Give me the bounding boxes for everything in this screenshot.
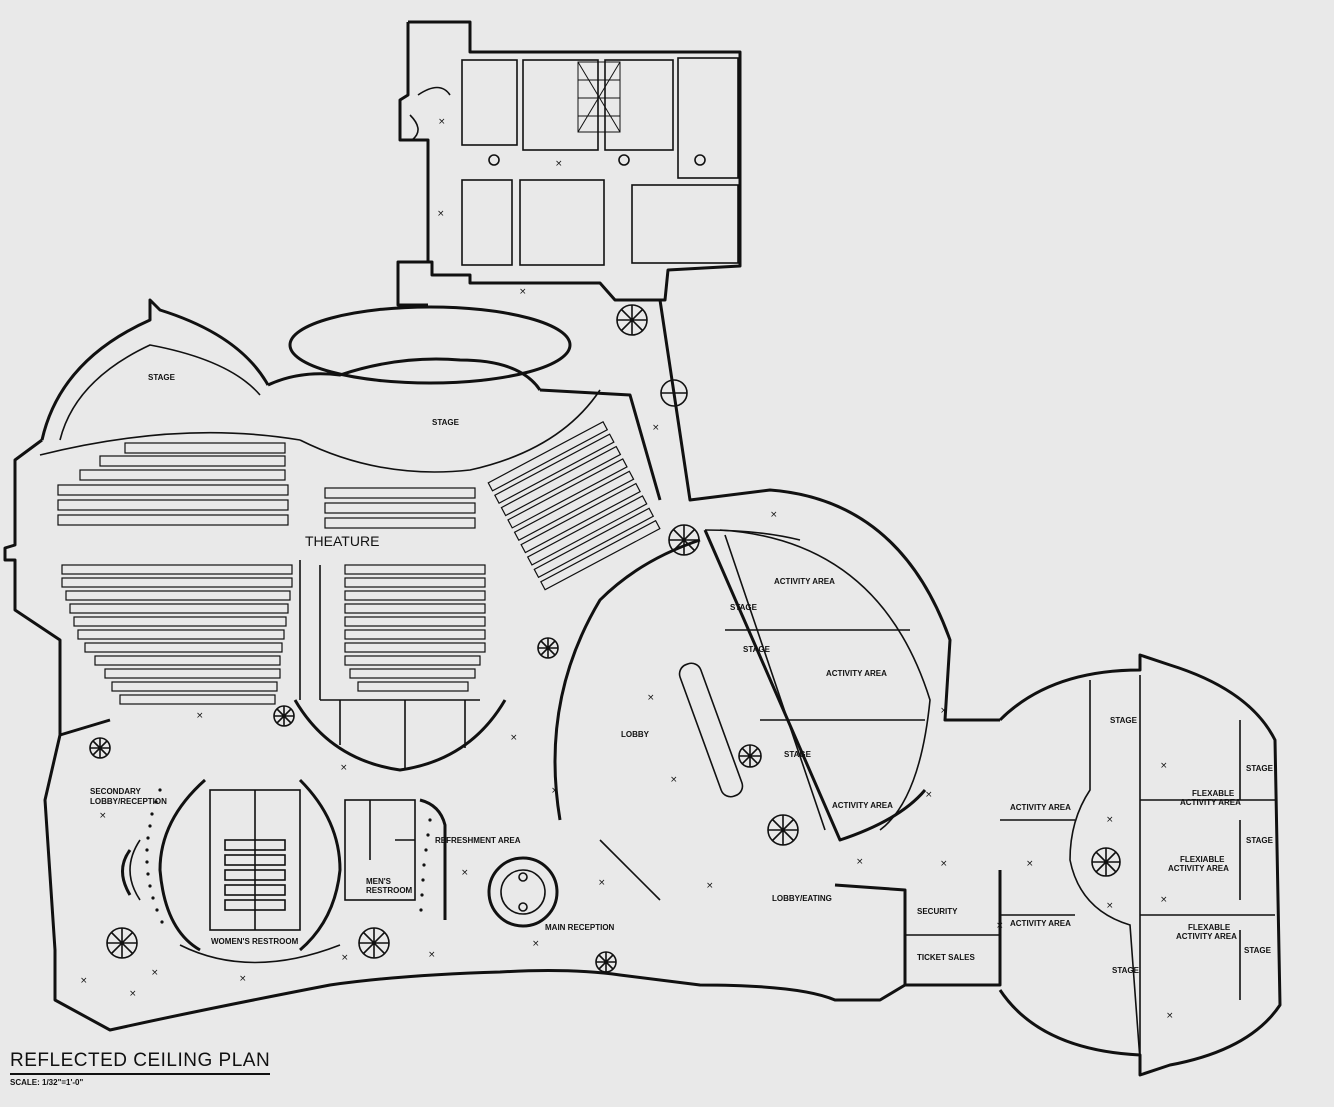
label-lobby-eating: LOBBY/EATING [772,894,832,903]
svg-text:×: × [428,950,436,960]
north-service-wing [396,20,742,307]
fan-icon [106,927,138,959]
fan-icon [616,304,648,336]
svg-text:×: × [706,881,714,891]
label-refreshment-area: REFRESHMENT AREA [435,836,521,845]
label-activity-area-3: ACTIVITY AREA [832,801,893,810]
label-flex-1b: ACTIVITY AREA [1180,798,1241,807]
label-east-stage-1: STAGE [1110,716,1138,725]
svg-text:×: × [996,921,1004,931]
label-stage-center: STAGE [432,418,460,427]
fan-icon [738,744,762,768]
label-stage-a3: STAGE [784,750,812,759]
label-east-stage-2: STAGE [1246,764,1274,773]
svg-text:×: × [341,953,349,963]
fan-icon [89,737,111,759]
svg-text:×: × [510,733,518,743]
label-flex-3b: ACTIVITY AREA [1176,932,1237,941]
south-lobby-block [43,734,906,1032]
light-fixtures: ××× ××× ××× ××× ××× ××× ××× ××× ××× ××× … [80,117,1174,1021]
label-activity-area-2: ACTIVITY AREA [826,669,887,678]
svg-text:×: × [555,159,563,169]
svg-text:×: × [438,117,446,127]
svg-text:×: × [940,859,948,869]
fan-icon [767,814,799,846]
label-east-activity-2: ACTIVITY AREA [1010,919,1071,928]
fan-icon [1091,847,1121,877]
svg-text:×: × [598,878,606,888]
svg-text:×: × [80,976,88,986]
label-main-reception: MAIN RECEPTION [545,923,615,932]
label-stage-a2: STAGE [743,645,771,654]
svg-text:×: × [1106,901,1114,911]
label-flex-2b: ACTIVITY AREA [1168,864,1229,873]
fan-icon [273,705,295,727]
svg-text:×: × [670,775,678,785]
svg-text:×: × [1106,815,1114,825]
svg-text:×: × [151,968,159,978]
svg-text:×: × [856,857,864,867]
theatre-block [3,298,662,772]
fan-icon [660,379,688,407]
label-activity-area-1: ACTIVITY AREA [774,577,835,586]
svg-text:×: × [1026,859,1034,869]
seating-left-lower [61,564,293,705]
svg-text:×: × [647,693,655,703]
svg-text:×: × [1160,895,1168,905]
svg-text:×: × [129,989,137,999]
fan-icon [595,951,617,973]
label-stage-left: STAGE [148,373,176,382]
label-lobby: LOBBY [621,730,650,739]
seating-center-upper [324,487,476,529]
svg-text:×: × [196,711,204,721]
svg-text:×: × [925,790,933,800]
svg-text:×: × [551,786,559,796]
label-theature: THEATURE [305,533,379,549]
svg-text:×: × [340,763,348,773]
label-flex-2a: FLEXIABLE [1180,855,1225,864]
svg-text:×: × [652,423,660,433]
seating-center-lower [344,564,486,692]
svg-text:×: × [461,868,469,878]
fan-icon [537,637,559,659]
label-flex-1a: FLEXABLE [1192,789,1235,798]
label-secondary-lobby-2: LOBBY/RECEPTION [90,797,167,806]
label-east-stage-3: STAGE [1246,836,1274,845]
room-labels: STAGE STAGE THEATURE ACTIVITY AREA ACTIV… [90,373,1274,975]
ceiling-fans [89,304,1121,973]
label-east-stage-5: STAGE [1112,966,1140,975]
svg-text:×: × [940,706,948,716]
label-womens-restroom: WOMEN'S RESTROOM [211,937,299,946]
svg-text:×: × [519,287,527,297]
fan-icon [668,524,700,556]
label-east-stage-4: STAGE [1244,946,1272,955]
svg-text:×: × [239,974,247,984]
svg-text:×: × [1166,1011,1174,1021]
svg-text:×: × [99,811,107,821]
label-secondary-lobby-1: SECONDARY [90,787,141,796]
label-mens-restroom-1: MEN'S [366,877,392,886]
label-ticket-sales: TICKET SALES [917,953,975,962]
title-block: REFLECTED CEILING PLAN SCALE: 1/32"=1'-0… [10,1050,271,1087]
svg-text:×: × [437,209,445,219]
svg-text:×: × [532,939,540,949]
label-east-activity-1: ACTIVITY AREA [1010,803,1071,812]
label-security: SECURITY [917,907,958,916]
svg-text:×: × [770,510,778,520]
plan-scale: SCALE: 1/32"=1'-0" [10,1078,84,1087]
lobby-activity-block [553,299,1002,987]
label-stage-a1: STAGE [730,603,758,612]
dotted-railing [145,788,432,924]
seating-right [487,421,661,591]
fan-icon [358,927,390,959]
label-mens-restroom-2: RESTROOM [366,886,413,895]
label-flex-3a: FLEXABLE [1188,923,1231,932]
svg-text:×: × [1160,761,1168,771]
east-dome-wing [998,653,1282,1077]
seating-left-upper [57,442,289,526]
plan-title: REFLECTED CEILING PLAN [10,1050,271,1075]
